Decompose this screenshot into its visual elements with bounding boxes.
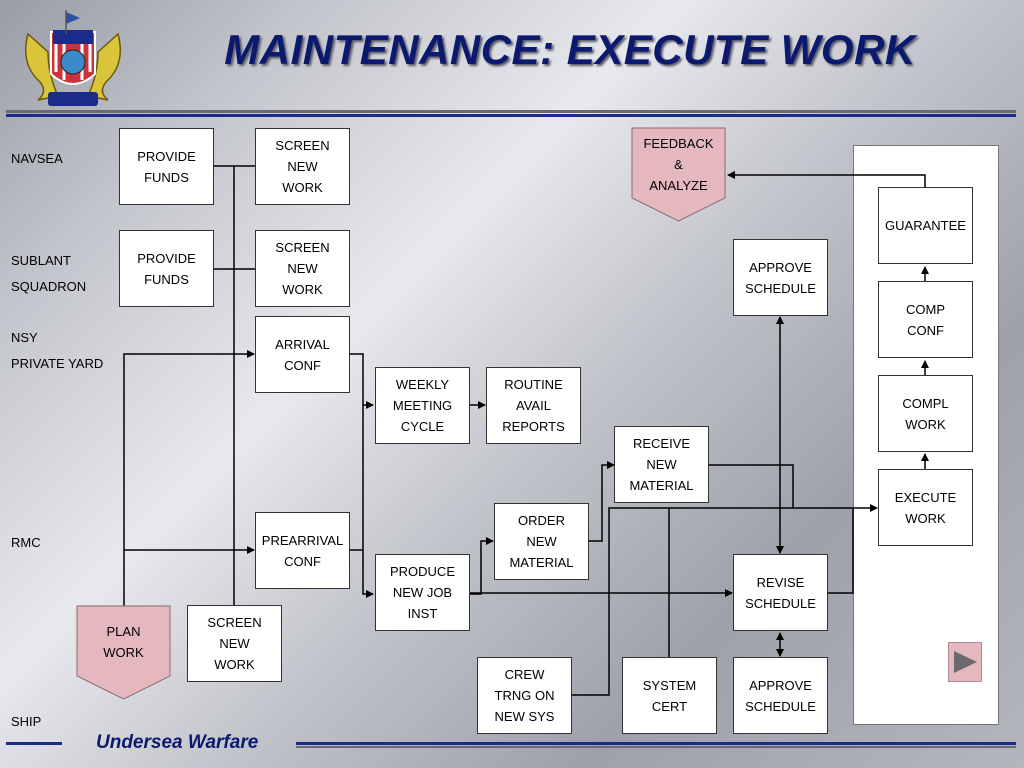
crew-trng-on-new-sys-box: CREW TRNG ON NEW SYS [477,657,572,734]
arrival-conf-box: ARRIVAL CONF [255,316,350,393]
lane-sublant-squadron: SUBLANT SQUADRON [11,253,87,294]
guarantee-box: GUARANTEE [878,187,973,264]
plan-work-node: PLAN WORK [76,605,171,700]
lane-navsea: NAVSEA [11,151,63,166]
lane-nsy-private-yard: NSY PRIVATE YARD [11,330,104,371]
footer-rule-gray [296,746,1016,748]
receive-new-material-box: RECEIVE NEW MATERIAL [614,426,709,503]
next-slide-button[interactable] [948,642,982,682]
system-cert-box: SYSTEM CERT [622,657,717,734]
approve-schedule-bottom-box: APPROVE SCHEDULE [733,657,828,734]
lane-rmc: RMC [11,535,41,550]
provide-funds-navsea-box: PROVIDE FUNDS [119,128,214,205]
revise-schedule-box: REVISE SCHEDULE [733,554,828,631]
order-new-material-box: ORDER NEW MATERIAL [494,503,589,580]
title-divider-blue [6,114,1016,117]
lane-ship: SHIP [11,714,42,729]
screen-new-work-ship-box: SCREEN NEW WORK [187,605,282,682]
page-title: MAINTENANCE: EXECUTE WORK [224,26,916,73]
play-arrow-icon [954,651,977,673]
footer-rule-left [6,742,62,745]
approve-schedule-top-box: APPROVE SCHEDULE [733,239,828,316]
plan-work-label: PLAN WORK [103,624,144,660]
routine-avail-reports-box: ROUTINE AVAIL REPORTS [486,367,581,444]
compl-work-box: COMPL WORK [878,375,973,452]
screen-new-work-navsea-box: SCREEN NEW WORK [255,128,350,205]
footer-text: Undersea Warfare [96,732,259,753]
screen-new-work-sublant-box: SCREEN NEW WORK [255,230,350,307]
weekly-meeting-cycle-box: WEEKLY MEETING CYCLE [375,367,470,444]
feedback-analyze-node: FEEDBACK & ANALYZE [631,127,726,222]
provide-funds-sublant-box: PROVIDE FUNDS [119,230,214,307]
execute-work-box: EXECUTE WORK [878,469,973,546]
footer-rule-right [296,742,1016,745]
feedback-analyze-label: FEEDBACK & ANALYZE [643,136,714,193]
emblem-logo-icon [25,10,121,106]
title-divider [6,110,1016,113]
produce-new-job-inst-box: PRODUCE NEW JOB INST [375,554,470,631]
prearrival-conf-box: PREARRIVAL CONF [255,512,350,589]
comp-conf-box: COMP CONF [878,281,973,358]
